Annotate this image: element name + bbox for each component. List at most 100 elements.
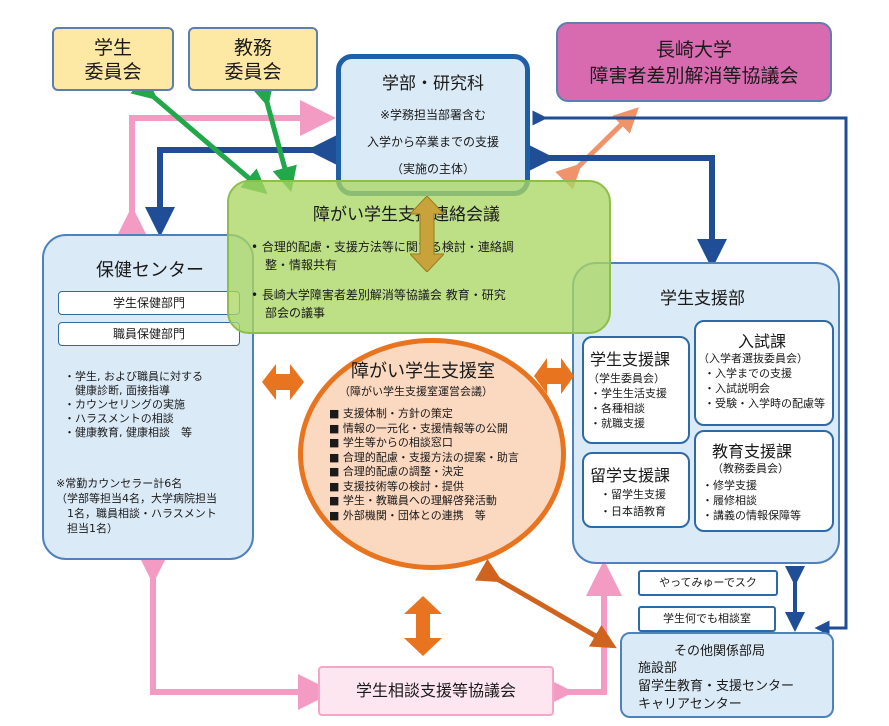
support-office-item: ■ 支援体制・方針の策定 (329, 407, 453, 420)
faculty-line-3: （実施の主体） (390, 162, 475, 176)
office-health-arrow (262, 364, 304, 400)
arrow-academic-committee-green (249, 79, 297, 193)
other-departments-box: その他関係部局 施設部 留学生教育・支援センター キャリアセンター (620, 632, 834, 718)
student-life-section: 学生支援課 （学生委員会） ・学生生活支援 ・各種相談 ・就職支援 (582, 336, 690, 444)
support-office-item: ■ 合理的配慮・支援方法の提案・助言 (329, 450, 519, 464)
support-office-item: ■ 支援技術等の検討・提供 (329, 479, 464, 493)
council-box: 長崎大学 障害者差別解消等協議会 (556, 22, 832, 102)
nandemo-box: 学生何でも相談室 (638, 606, 776, 632)
student-life-items: ・学生生活支援 ・各種相談 ・就職支援 (590, 386, 667, 431)
faculty-line-2: 入学から卒業までの支援 (366, 135, 499, 149)
support-office-item: ■ 情報の一元化・支援情報等の公開 (329, 421, 508, 435)
intl-items: ・留学生支援 ・日本語教育 (600, 486, 666, 520)
other-departments-items: 施設部 留学生教育・支援センター キャリアセンター (638, 660, 794, 714)
liaison-title: 障がい学生支援連絡会議 (313, 205, 500, 225)
edu-item: ・修学支援 (702, 479, 757, 492)
edu-items: ・修学支援 ・履修相談 ・講義の情報保障等 (702, 478, 801, 523)
student-committee-line1: 学生 (93, 37, 132, 59)
intl-item: ・留学生支援 (600, 488, 666, 501)
student-health-dept-label: 学生保健部門 (112, 296, 185, 310)
student-life-item: ・就職支援 (590, 417, 645, 430)
support-office-circle: 障がい学生支援室 （障がい学生支援室運営会議） ■ 支援体制・方針の策定 ■ 情… (298, 338, 566, 570)
support-office-items: ■ 支援体制・方針の策定 ■ 情報の一元化・支援情報等の公開 ■ 学生等からの相… (329, 407, 519, 523)
staff-health-dept-label: 職員保健部門 (112, 327, 185, 341)
health-center-box: 保健センター 学生保健部門 職員保健部門 ・学生, および職員に対する 健康診断… (42, 234, 254, 560)
admission-section: 入試課 （入学者選抜委員会） ・入学までの支援 ・入試説明会 ・受験・入学時の配… (694, 320, 834, 426)
health-service-line: ・ハラスメントの相談 (64, 412, 174, 425)
liaison-item-1: • 合理的配慮・支援方法等に関する検討・連絡調 整・情報共有 (251, 240, 514, 272)
health-service-line: ・カウンセリングの実施 (64, 398, 185, 411)
council-line1: 長崎大学 (655, 39, 732, 61)
student-support-title: 学生支援部 (660, 289, 745, 309)
counselor-line: 担当1名） (56, 522, 118, 535)
consult-council-label: 学生相談支援等協議会 (355, 681, 516, 700)
faculty-line-1: ※学務担当部署含む (379, 108, 487, 122)
academic-committee-box: 教務 委員会 (188, 27, 318, 91)
liaison-vertical-arrow (410, 196, 444, 272)
student-health-dept: 学生保健部門 (58, 291, 240, 315)
support-office-item: ■ 外部機関・団体との連携 等 (329, 508, 486, 522)
other-departments-title: その他関係部局 (674, 644, 766, 659)
office-consult-arrow (404, 596, 442, 656)
health-services: ・学生, および職員に対する 健康診断, 面接指導 ・カウンセリングの実施 ・ハ… (64, 370, 203, 440)
health-service-line: ・健康教育, 健康相談 等 (64, 426, 192, 439)
counselor-line: 1名，職員相談・ハラスメント (56, 507, 217, 520)
arrow-council-salmon (555, 107, 639, 190)
support-office-item: ■ 合理的配慮の調整・決定 (329, 465, 464, 478)
office-support-arrow (534, 358, 574, 394)
support-office-item: ■ 学生・教職員への理解啓発活動 (329, 494, 497, 507)
arrow-office-to-others-brown (474, 558, 617, 649)
intl-item: ・日本語教育 (600, 505, 666, 518)
arrow-student-committee-green (130, 74, 268, 195)
liaison-item-2: • 長崎大学障害者差別解消等協議会 教育・研究 部会の議事 (251, 288, 506, 320)
liaison-item-1-b: 整・情報共有 (265, 258, 338, 272)
edu-item: ・履修相談 (702, 494, 757, 507)
academic-committee-line1: 教務 (233, 37, 272, 59)
admission-title: 入試課 (738, 332, 787, 351)
faculty-box: 学部・研究科 ※学務担当部署含む 入学から卒業までの支援 （実施の主体） (336, 54, 530, 196)
admission-item: ・入学までの支援 (704, 367, 792, 380)
intl-section: 留学支援課 ・留学生支援 ・日本語教育 (582, 452, 690, 528)
intl-title: 留学支援課 (590, 466, 671, 485)
edu-item: ・講義の情報保障等 (702, 509, 801, 522)
liaison-item-2-b: 部会の議事 (265, 306, 326, 320)
staff-health-dept: 職員保健部門 (58, 322, 240, 346)
consult-council-box: 学生相談支援等協議会 (318, 666, 554, 716)
admission-item: ・入試説明会 (704, 382, 770, 395)
student-life-item: ・各種相談 (590, 402, 645, 415)
health-service-line: 健康診断, 面接指導 (64, 384, 170, 397)
health-service-line: ・学生, および職員に対する (64, 370, 203, 383)
nandemo-label: 学生何でも相談室 (663, 612, 751, 625)
health-center-title: 保健センター (96, 260, 204, 281)
yatte-label: やってみゅーでスク (659, 576, 757, 589)
counselor-line: （学部等担当4名，大学病院担当 (56, 492, 217, 505)
arrow-health-to-consult-pink (135, 548, 334, 710)
other-department-item: 施設部 (638, 661, 678, 676)
council-line2: 障害者差別解消等協議会 (589, 65, 799, 87)
admission-items: ・入学までの支援 ・入試説明会 ・受験・入学時の配慮等 (704, 366, 825, 411)
student-life-title: 学生支援課 (590, 350, 671, 369)
student-life-sub: （学生委員会） (588, 372, 665, 385)
other-department-item: キャリアセンター (638, 697, 742, 712)
academic-committee-line2: 委員会 (224, 61, 282, 83)
admission-item: ・受験・入学時の配慮等 (704, 397, 825, 410)
student-committee-box: 学生 委員会 (52, 27, 174, 91)
edu-sub: （教務委員会） (712, 462, 789, 475)
liaison-item-1-a: 合理的配慮・支援方法等に関する検討・連絡調 (261, 240, 514, 254)
edu-section: 教育支援課 （教務委員会） ・修学支援 ・履修相談 ・講義の情報保障等 (694, 430, 834, 532)
admission-sub: （入学者選抜委員会） (698, 352, 808, 365)
faculty-title: 学部・研究科 (382, 74, 484, 94)
edu-title: 教育支援課 (712, 442, 793, 461)
counselor-line: ※常勤カウンセラー計6名 (56, 477, 183, 490)
support-office-subtitle: （障がい学生支援室運営会議） (339, 385, 493, 398)
yatte-box: やってみゅーでスク (638, 570, 778, 596)
support-office-title: 障がい学生支援室 (351, 361, 495, 382)
student-life-item: ・学生生活支援 (590, 387, 667, 400)
liaison-item-2-a: 長崎大学障害者差別解消等協議会 教育・研究 (261, 288, 506, 302)
student-support-box: 学生支援部 学生支援課 （学生委員会） ・学生生活支援 ・各種相談 ・就職支援 … (572, 262, 840, 564)
other-department-item: 留学生教育・支援センター (638, 679, 795, 694)
student-committee-line2: 委員会 (84, 61, 142, 83)
counselor-note: ※常勤カウンセラー計6名 （学部等担当4名，大学病院担当 1名，職員相談・ハラス… (56, 476, 217, 536)
arrow-consult-to-others-pink (538, 560, 622, 710)
support-office-item: ■ 学生等からの相談窓口 (329, 436, 453, 449)
